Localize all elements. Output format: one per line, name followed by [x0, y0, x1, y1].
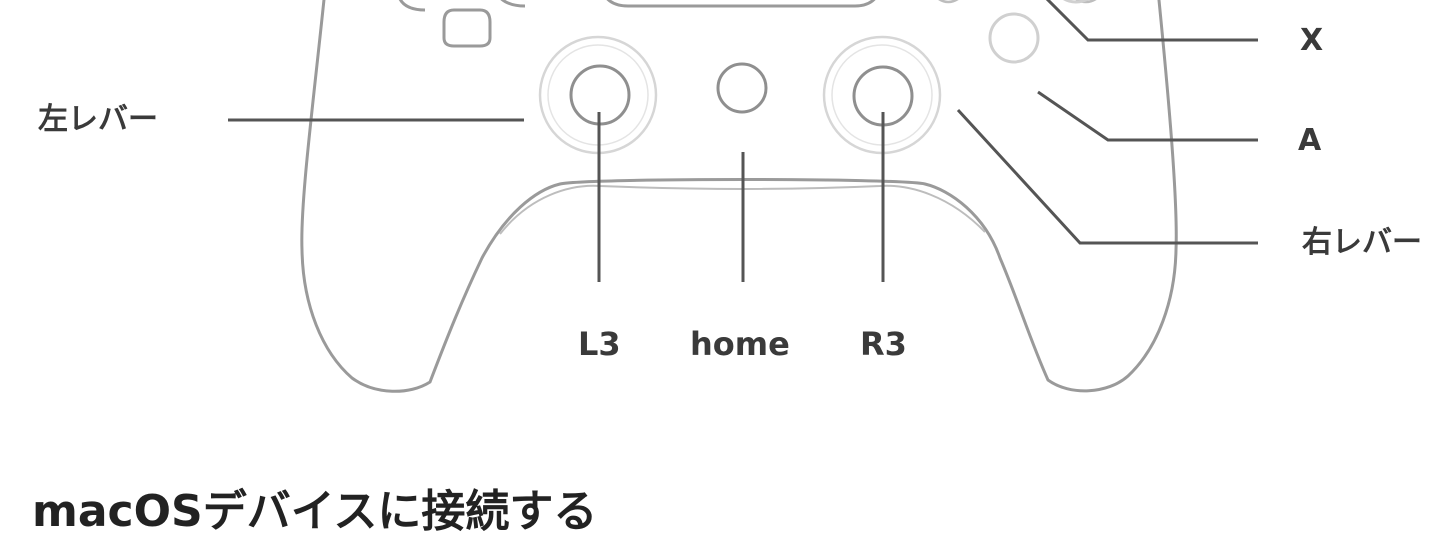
label-right-lever: 右レバー [1302, 225, 1422, 260]
dpad-right-button [500, 0, 526, 8]
button-b-partial [1075, 0, 1097, 4]
label-r3: R3 [860, 325, 907, 363]
touchpad-bottom-edge [606, 0, 876, 8]
label-left-lever: 左レバー [38, 102, 158, 137]
dpad-left-button [398, 0, 426, 12]
label-x: X [1300, 23, 1324, 58]
button-a [988, 12, 1040, 64]
label-home: home [690, 325, 790, 363]
section-heading: macOSデバイスに接続する [32, 486, 598, 537]
label-l3: L3 [578, 325, 621, 363]
controller-body-outline [300, 0, 1178, 393]
leader-line-right-lever [956, 108, 1258, 245]
label-a: A [1298, 123, 1322, 158]
leader-line-a [1037, 90, 1258, 142]
button-x-partial [1063, 0, 1089, 4]
leader-line-x [1045, 0, 1258, 42]
home-button [716, 62, 768, 114]
dpad-down-button [442, 8, 492, 48]
controller-diagram [228, 0, 1258, 393]
controller-body-inner-curve [499, 184, 986, 235]
button-y-partial [938, 0, 959, 4]
